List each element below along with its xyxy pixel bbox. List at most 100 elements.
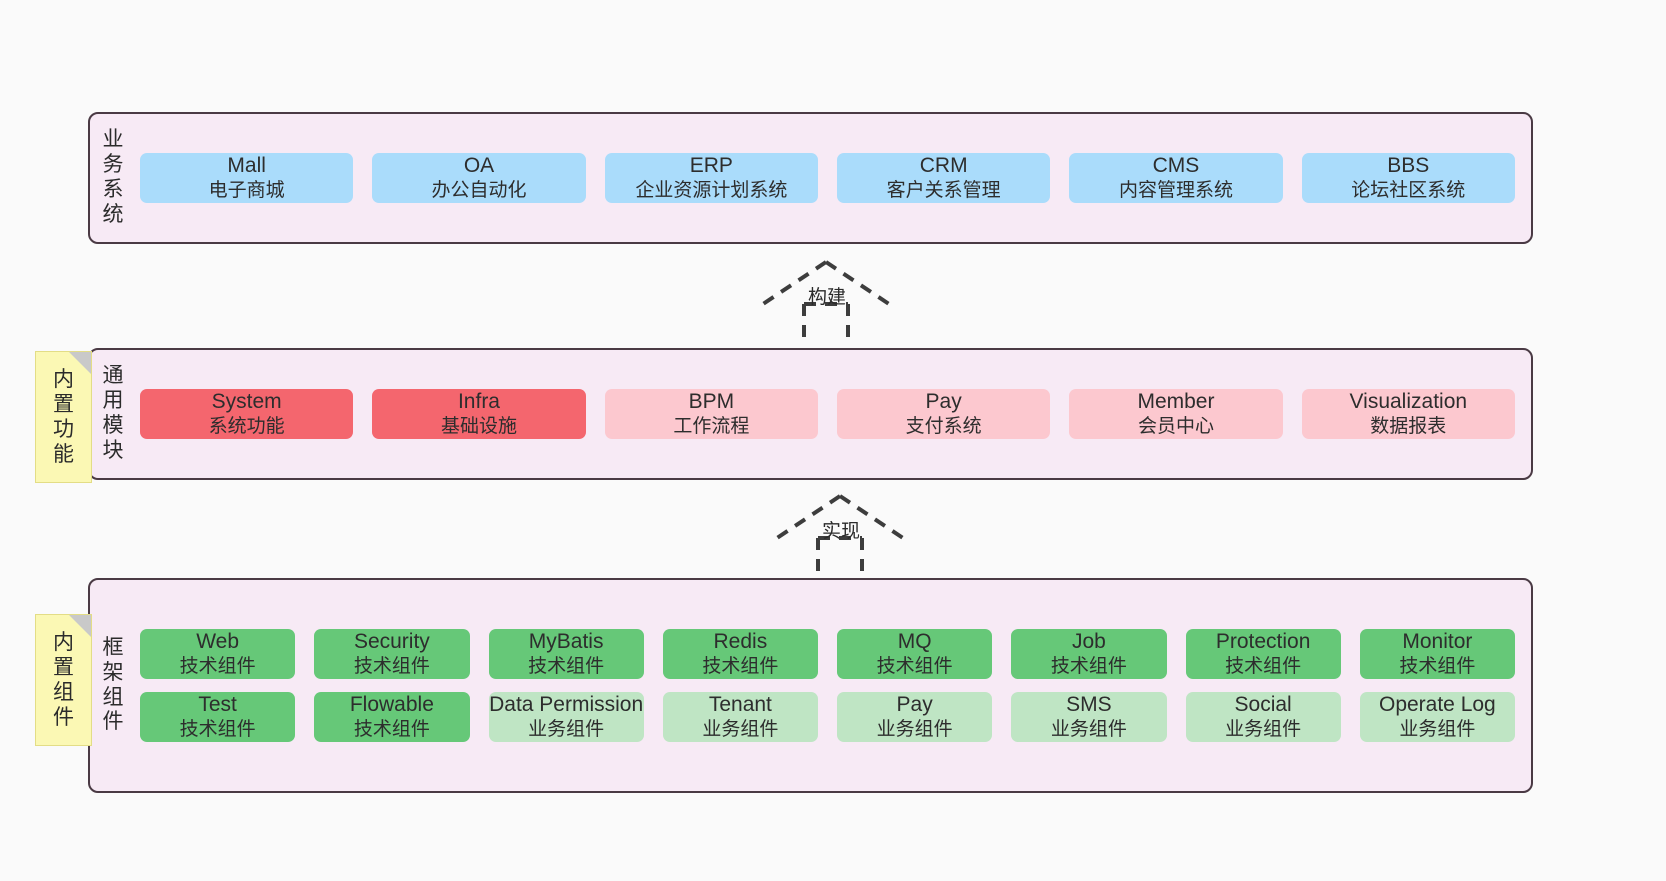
card-title: Data Permission — [489, 693, 644, 716]
card-subtitle: 技术组件 — [353, 719, 430, 741]
card-title: Infra — [457, 389, 500, 413]
card-mybatis[interactable]: MyBatis 技术组件 — [488, 628, 644, 679]
card-flowable[interactable]: Flowable 技术组件 — [314, 692, 470, 743]
card-data-permission[interactable]: Data Permission 业务组件 — [488, 692, 644, 743]
note-fold-icon — [69, 352, 91, 374]
card-title: MyBatis — [528, 629, 604, 653]
layer-label-framework-components: 框架组件 — [90, 580, 136, 791]
label-char: 块 — [102, 438, 124, 462]
card-title: SMS — [1066, 693, 1112, 716]
label-char: 模 — [102, 414, 124, 437]
label-char: 统 — [102, 202, 124, 226]
label-char: 通 — [102, 364, 124, 388]
card-subtitle: 技术组件 — [179, 656, 256, 678]
label-char: 功 — [53, 418, 74, 441]
card-title: Member — [1137, 389, 1215, 413]
card-subtitle: 业务组件 — [1399, 719, 1476, 741]
note-builtin-functions: 内置功能 — [35, 351, 92, 483]
card-subtitle: 企业资源计划系统 — [635, 180, 788, 202]
card-member[interactable]: Member 会员中心 — [1069, 388, 1283, 440]
card-subtitle: 会员中心 — [1137, 416, 1214, 438]
card-pay[interactable]: Pay 支付系统 — [836, 388, 1051, 440]
connector-implement: 实现 — [770, 492, 910, 576]
note-builtin-components-text: 内置组件 — [53, 630, 74, 731]
card-title: Operate Log — [1378, 693, 1496, 716]
card-title: Mall — [227, 153, 266, 177]
card-title: BPM — [688, 389, 735, 413]
label-char: 内 — [53, 630, 74, 654]
note-builtin-components: 内置组件 — [35, 614, 92, 746]
layer-label-business-systems: 业务系统 — [90, 114, 136, 242]
card-title: Visualization — [1349, 389, 1468, 413]
label-char: 架 — [102, 660, 124, 684]
card-subtitle: 技术组件 — [528, 656, 605, 678]
card-subtitle: 系统功能 — [208, 416, 285, 438]
card-title: Redis — [713, 629, 768, 653]
card-title: BBS — [1387, 153, 1430, 177]
card-title: Security — [353, 629, 430, 653]
card-subtitle: 技术组件 — [1225, 656, 1302, 678]
card-operate-log[interactable]: Operate Log 业务组件 — [1359, 692, 1515, 743]
label-char: 系 — [102, 178, 124, 201]
label-char: 用 — [102, 389, 124, 413]
label-char: 组 — [53, 681, 74, 704]
label-char: 置 — [53, 392, 74, 416]
card-security[interactable]: Security 技术组件 — [314, 628, 470, 679]
card-subtitle: 技术组件 — [179, 719, 256, 741]
card-subtitle: 技术组件 — [702, 656, 779, 678]
card-title: Flowable — [349, 693, 434, 716]
note-fold-icon — [69, 615, 91, 637]
label-char: 务 — [102, 153, 124, 177]
card-title: MQ — [897, 629, 932, 653]
label-char: 置 — [53, 655, 74, 679]
build-arrow-icon — [758, 260, 894, 342]
label-char: 框 — [102, 635, 124, 659]
label-char: 内 — [53, 367, 74, 391]
card-subtitle: 业务组件 — [876, 719, 953, 741]
card-protection[interactable]: Protection 技术组件 — [1185, 628, 1341, 679]
card-mq[interactable]: MQ 技术组件 — [837, 628, 993, 679]
card-infra[interactable]: Infra 基础设施 — [372, 388, 586, 440]
card-title: ERP — [689, 153, 733, 177]
card-subtitle: 内容管理系统 — [1118, 180, 1233, 202]
card-subtitle: 业务组件 — [528, 719, 605, 741]
card-redis[interactable]: Redis 技术组件 — [662, 628, 818, 679]
card-erp[interactable]: ERP 企业资源计划系统 — [604, 152, 818, 204]
card-title: Pay — [925, 389, 962, 413]
layer-label-common-modules: 通用模块 — [90, 350, 136, 478]
connector-implement-label: 实现 — [822, 521, 861, 542]
card-subtitle: 技术组件 — [353, 656, 430, 678]
label-char: 业 — [102, 128, 124, 152]
card-subtitle: 技术组件 — [876, 656, 953, 678]
card-subtitle: 支付系统 — [905, 416, 982, 438]
card-bbs[interactable]: BBS 论坛社区系统 — [1301, 152, 1515, 204]
label-char: 组 — [102, 685, 124, 709]
label-char: 件 — [102, 710, 124, 734]
card-subtitle: 论坛社区系统 — [1351, 180, 1466, 202]
card-title: Protection — [1215, 629, 1311, 653]
card-subtitle: 基础设施 — [440, 416, 517, 438]
